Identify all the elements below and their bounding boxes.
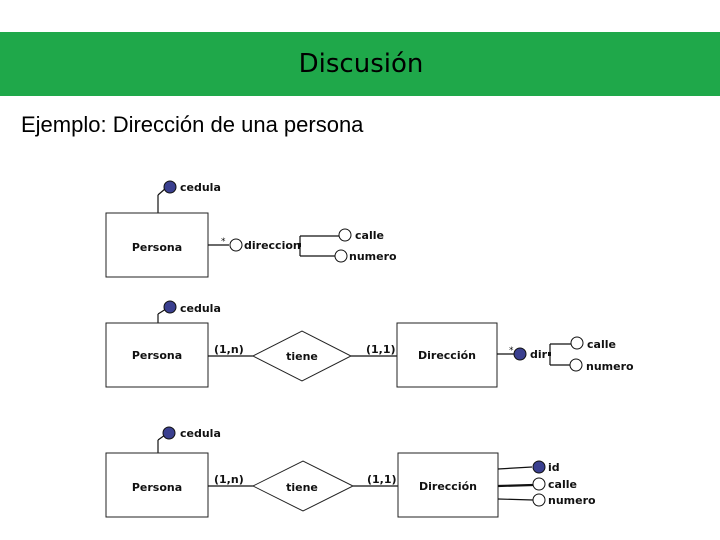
multivalued-mark: * [221, 237, 226, 247]
attribute-marker [334, 249, 348, 263]
entity-direccion [396, 322, 498, 388]
slide-subtitle: Ejemplo: Dirección de una persona [21, 112, 364, 137]
key-attribute-marker [163, 180, 177, 194]
entity-label: Dirección [419, 480, 477, 493]
composite-attribute-label: direccion [244, 239, 301, 252]
attribute-label: calle [587, 338, 616, 351]
attribute-label: numero [548, 494, 596, 507]
key-attribute-marker [532, 460, 546, 474]
slide-title: Discusión [298, 49, 424, 79]
cardinality-right: (1,1) [367, 473, 397, 486]
entity-label: Persona [132, 481, 182, 494]
cardinality-right: (1,1) [366, 343, 396, 356]
key-attribute-label: cedula [180, 427, 221, 440]
diagram-3: cedula Persona (1,n) tiene (1,1) Direcci… [105, 426, 596, 518]
multivalued-mark: * [509, 346, 514, 356]
entity-persona [105, 212, 209, 278]
cardinality-left: (1,n) [214, 343, 244, 356]
attribute-marker [532, 477, 546, 491]
attribute-label: numero [586, 360, 634, 373]
attribute-label: calle [355, 229, 384, 242]
diagram-1: cedula Persona * direccion calle numero [105, 180, 397, 278]
composite-attribute-label: dir [530, 348, 548, 361]
attribute-marker [569, 358, 583, 372]
key-attribute-marker [163, 300, 177, 314]
attribute-connector [497, 483, 534, 488]
entity-label: Persona [132, 349, 182, 362]
entity-label: Persona [132, 241, 182, 254]
attribute-marker [338, 228, 352, 242]
entity-direccion [397, 452, 499, 518]
attribute-label: calle [548, 478, 577, 491]
cardinality-left: (1,n) [214, 473, 244, 486]
attribute-marker [532, 493, 546, 507]
entity-label: Dirección [418, 349, 476, 362]
attribute-connector [497, 466, 533, 470]
key-attribute-label: cedula [180, 302, 221, 315]
key-attribute-label: cedula [180, 181, 221, 194]
attribute-connector [497, 498, 534, 501]
entity-persona [105, 452, 209, 518]
relationship-label: tiene [286, 350, 318, 363]
attribute-marker [570, 336, 584, 350]
key-attribute-marker [162, 426, 176, 440]
title-banner: Discusión [0, 32, 720, 96]
attribute-label: numero [349, 250, 397, 263]
relationship-label: tiene [286, 481, 318, 494]
entity-persona [105, 322, 209, 388]
composite-attribute-marker [513, 347, 527, 361]
composite-attribute-marker [229, 238, 243, 252]
diagram-2: cedula Persona (1,n) tiene (1,1) Direcci… [105, 300, 634, 388]
attribute-label: id [548, 461, 560, 474]
